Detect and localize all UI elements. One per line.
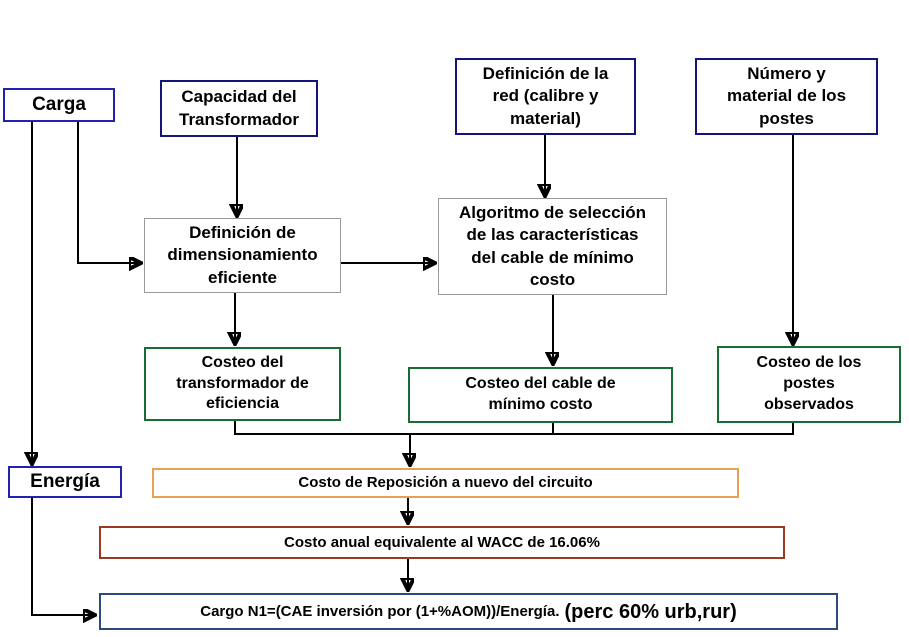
box-energia: Energía — [8, 466, 122, 498]
box-algoritmo-seleccion-cable-label: Algoritmo de selección de las caracterís… — [458, 203, 647, 289]
box-costo-reposicion: Costo de Reposición a nuevo del circuito — [152, 468, 739, 498]
box-energia-label: Energía — [30, 470, 100, 492]
box-costo-anual-wacc-label: Costo anual equivalente al WACC de 16.06… — [284, 533, 600, 551]
box-costeo-transformador: Costeo del transformador de eficiencia — [144, 347, 341, 421]
box-capacidad-transformador-label: Capacidad del Transformador — [179, 87, 299, 129]
box-costeo-transformador-label: Costeo del transformador de eficiencia — [176, 353, 309, 413]
box-cargo-n1-formula: Cargo N1=(CAE inversión por (1+%AOM))/En… — [200, 602, 560, 620]
box-carga-label: Carga — [32, 93, 86, 115]
arrow-carga-to-dimensionamiento — [77, 122, 139, 263]
box-costeo-postes: Costeo de los postes observados — [717, 346, 901, 423]
box-cargo-n1: Cargo N1=(CAE inversión por (1+%AOM))/En… — [99, 593, 838, 630]
box-definicion-red-label: Definición de la red (calibre y material… — [482, 64, 609, 128]
box-costo-reposicion-label: Costo de Reposición a nuevo del circuito — [298, 474, 593, 492]
box-cargo-n1-suffix: (perc 60% urb,rur) — [564, 600, 737, 623]
box-costo-anual-wacc: Costo anual equivalente al WACC de 16.06… — [99, 526, 785, 559]
box-costeo-cable: Costeo del cable de mínimo costo — [408, 367, 673, 423]
box-definicion-red: Definición de la red (calibre y material… — [455, 58, 636, 135]
box-capacidad-transformador: Capacidad del Transformador — [160, 80, 318, 137]
box-numero-material-postes-label: Número y material de los postes — [726, 64, 847, 128]
box-algoritmo-seleccion-cable: Algoritmo de selección de las caracterís… — [438, 198, 667, 295]
box-numero-material-postes: Número y material de los postes — [695, 58, 878, 135]
arrow-energia-to-cargo — [31, 498, 93, 615]
box-dimensionamiento-eficiente-label: Definición de dimensionamiento eficiente — [167, 223, 318, 287]
box-costeo-cable-label: Costeo del cable de mínimo costo — [465, 375, 616, 413]
box-costeo-postes-label: Costeo de los postes observados — [756, 354, 862, 413]
box-carga: Carga — [3, 88, 115, 122]
box-dimensionamiento-eficiente: Definición de dimensionamiento eficiente — [144, 218, 341, 293]
